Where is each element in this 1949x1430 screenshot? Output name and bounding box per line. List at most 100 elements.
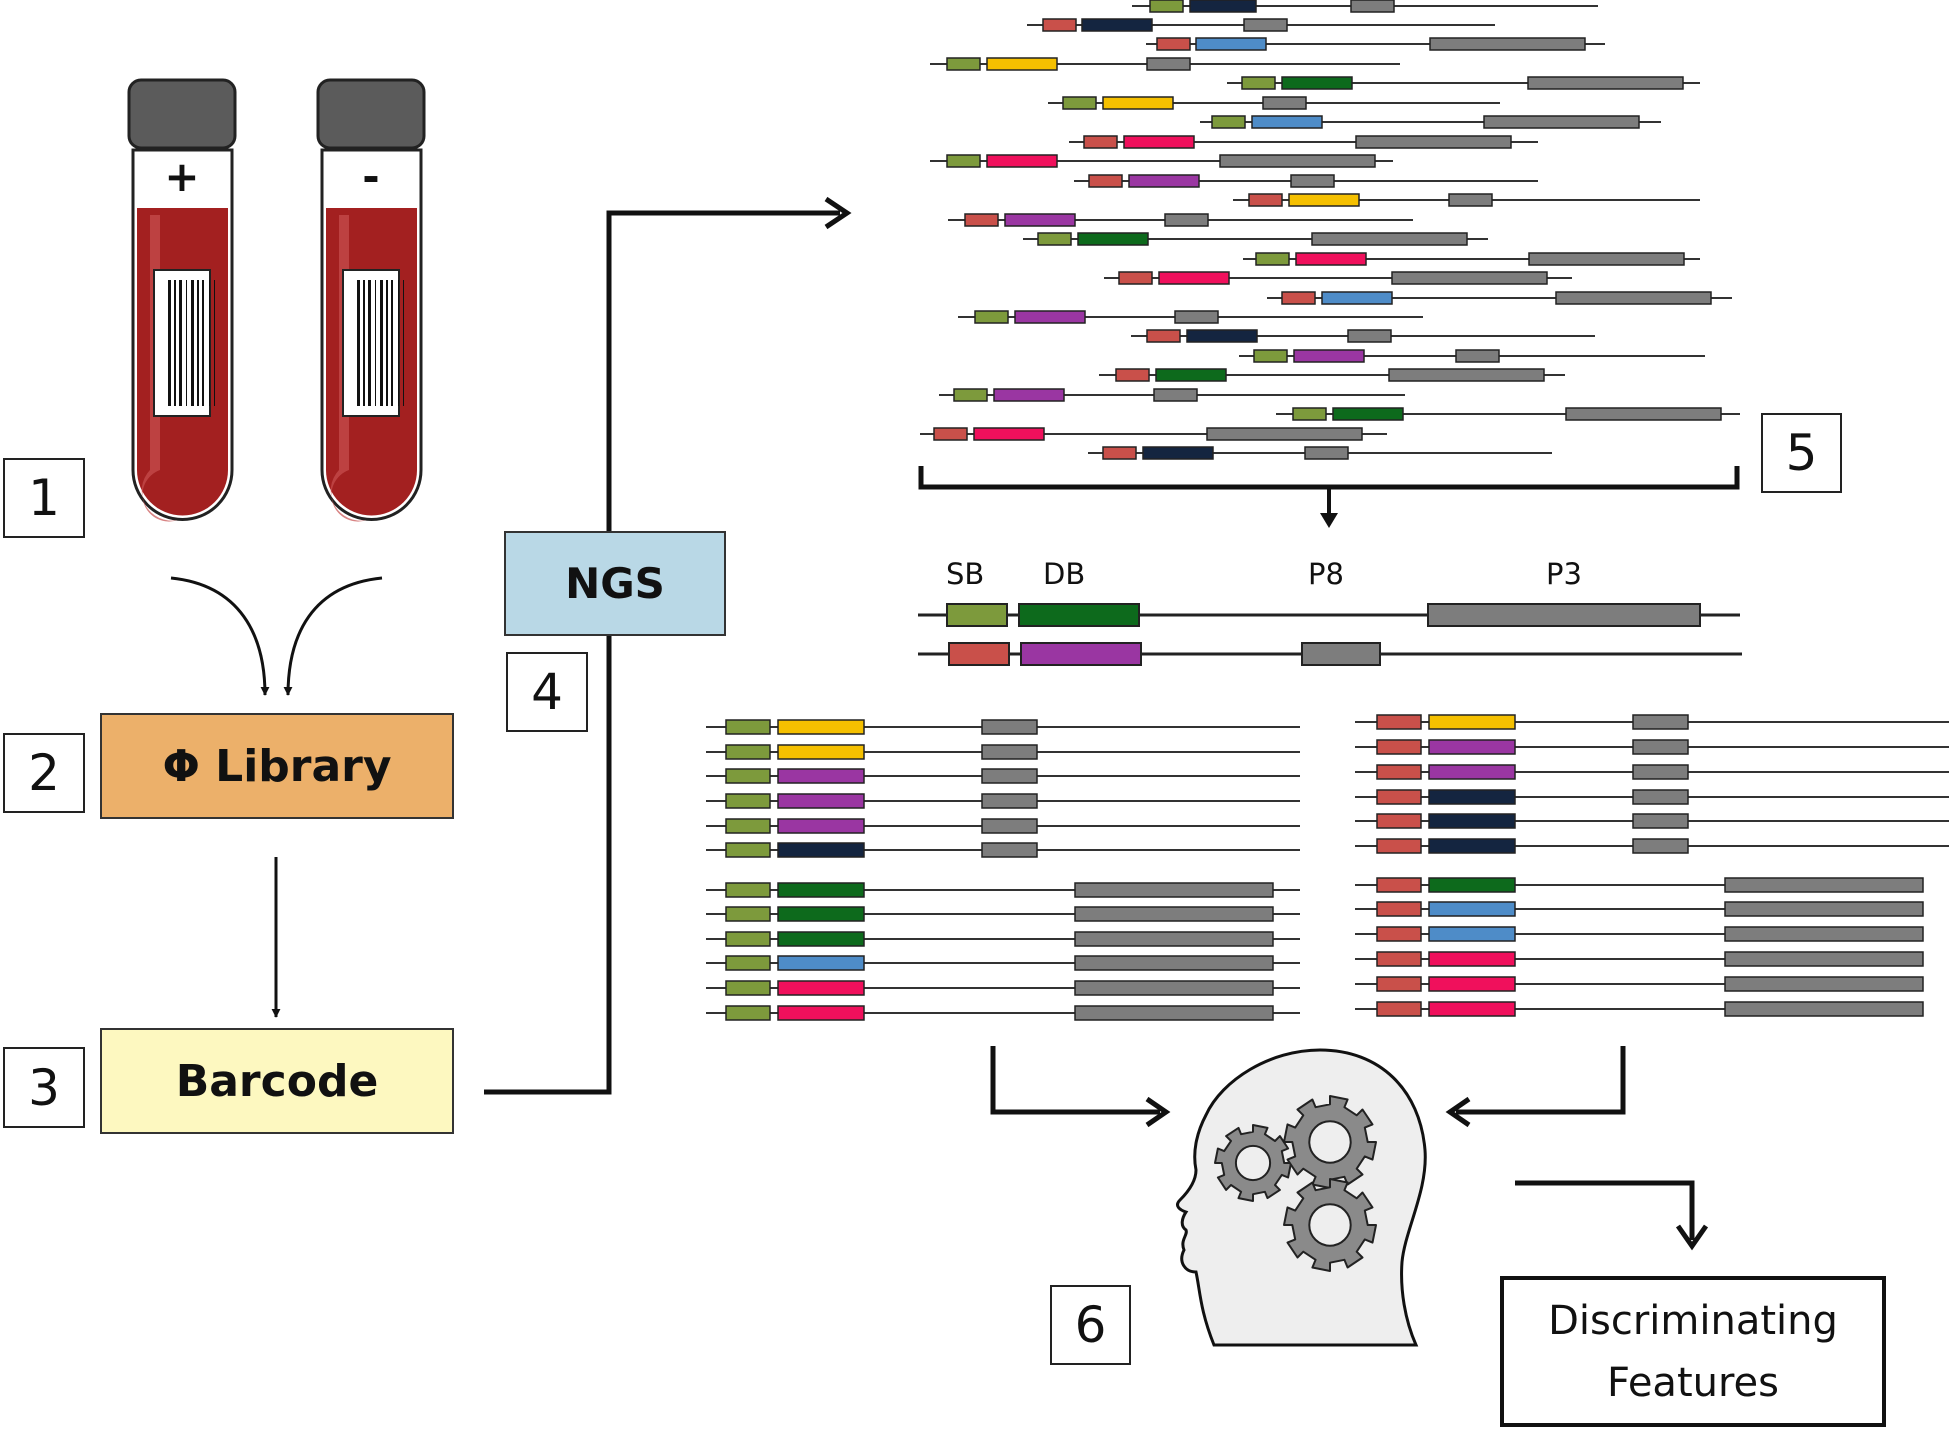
cluster-read xyxy=(706,882,1300,898)
read xyxy=(1243,252,1700,266)
step-6-box: 6 xyxy=(1050,1285,1131,1365)
read xyxy=(930,154,1393,168)
barcode-stripe xyxy=(197,280,199,406)
cluster-p xyxy=(981,818,1038,834)
read xyxy=(1239,349,1705,363)
read xyxy=(1267,291,1732,305)
cluster-sb xyxy=(1376,877,1422,893)
step-3-box: 3 xyxy=(3,1047,85,1128)
read-segment xyxy=(1077,232,1149,246)
read-segment xyxy=(1037,232,1072,246)
barcode-stripe xyxy=(186,280,187,406)
read xyxy=(1200,115,1661,129)
read-segment xyxy=(1153,388,1198,402)
read-segment xyxy=(1146,329,1181,343)
cluster-db xyxy=(777,931,865,947)
cluster-read xyxy=(1355,714,1949,730)
barcode-stripe xyxy=(391,280,393,406)
read xyxy=(1233,193,1700,207)
read-segment xyxy=(1355,135,1512,149)
cluster-p xyxy=(1632,764,1689,780)
cluster-p xyxy=(1074,882,1274,898)
legend-sb-segment xyxy=(946,603,1008,627)
cluster-p xyxy=(1632,838,1689,854)
read-segment xyxy=(946,57,981,71)
read-segment xyxy=(986,154,1058,168)
step-3-number: 3 xyxy=(28,1058,60,1117)
read-segment xyxy=(1149,0,1184,13)
read xyxy=(1131,329,1595,343)
segment-label-db: DB xyxy=(1043,557,1086,591)
barcode-stripe xyxy=(191,280,194,406)
cluster-read xyxy=(706,793,1300,809)
cluster-read xyxy=(706,906,1300,922)
read-segment xyxy=(1528,252,1685,266)
cluster-p xyxy=(1074,955,1274,971)
positive-sign: + xyxy=(164,152,200,201)
cluster-db xyxy=(1428,813,1516,829)
cluster-db xyxy=(777,719,865,735)
read xyxy=(1146,37,1605,51)
cluster-db xyxy=(1428,901,1516,917)
read-segment xyxy=(1565,407,1722,421)
read-segment xyxy=(1251,115,1323,129)
cluster-read xyxy=(706,719,1300,735)
read-segment xyxy=(1243,18,1288,32)
read-segment xyxy=(973,427,1045,441)
read-segment xyxy=(1123,135,1195,149)
step-5-number: 5 xyxy=(1785,424,1818,482)
cluster-db xyxy=(1428,739,1516,755)
step-1-number: 1 xyxy=(28,469,60,527)
legend-db-segment xyxy=(1020,642,1142,666)
barcode-stripe xyxy=(179,280,182,406)
read xyxy=(939,388,1405,402)
cluster-sb xyxy=(1376,926,1422,942)
read-segment xyxy=(1455,349,1500,363)
cluster-db xyxy=(777,793,865,809)
read-segment xyxy=(974,310,1009,324)
read-segment xyxy=(964,213,999,227)
cluster-sb xyxy=(1376,901,1422,917)
read xyxy=(948,213,1413,227)
read-segment xyxy=(1293,349,1365,363)
barcode-stripe xyxy=(363,280,365,406)
cluster-read xyxy=(1355,877,1924,893)
cluster-read xyxy=(1355,838,1949,854)
read-segment xyxy=(1081,18,1153,32)
cluster-sb xyxy=(1376,764,1422,780)
read-segment xyxy=(1115,368,1150,382)
cluster-read xyxy=(1355,1001,1924,1017)
cluster-read xyxy=(1355,926,1924,942)
cluster-db xyxy=(777,842,865,858)
read-segment xyxy=(1448,193,1493,207)
cluster-p xyxy=(1632,813,1689,829)
legend-sb-segment xyxy=(948,642,1010,666)
cluster-db xyxy=(1428,926,1516,942)
read-segment xyxy=(953,388,988,402)
barcode-stripe xyxy=(398,280,399,406)
barcode-label: Barcode xyxy=(175,1055,379,1107)
read-segment xyxy=(1158,271,1230,285)
barcode-stripe xyxy=(357,280,360,406)
discriminating-features-box: Discriminating Features xyxy=(1500,1276,1886,1427)
segment-label-p3: P3 xyxy=(1546,557,1582,591)
read-segment xyxy=(1281,291,1316,305)
read xyxy=(1132,0,1598,13)
read-segment xyxy=(1555,291,1712,305)
read-segment xyxy=(1118,271,1153,285)
legend-p8-segment xyxy=(1301,642,1381,666)
cluster-db xyxy=(1428,838,1516,854)
cluster-p xyxy=(981,768,1038,784)
cluster-read xyxy=(706,1005,1300,1021)
read xyxy=(1276,407,1740,421)
output-line-1: Discriminating xyxy=(1548,1297,1838,1344)
ngs-label: NGS xyxy=(565,559,665,608)
gear-icon xyxy=(1214,1124,1292,1202)
cluster-p xyxy=(1724,877,1924,893)
cluster-read xyxy=(1355,789,1949,805)
barcode-stripe xyxy=(368,280,371,406)
read-segment xyxy=(1527,76,1684,90)
read xyxy=(920,427,1387,441)
read xyxy=(1104,271,1572,285)
read xyxy=(1048,96,1500,110)
